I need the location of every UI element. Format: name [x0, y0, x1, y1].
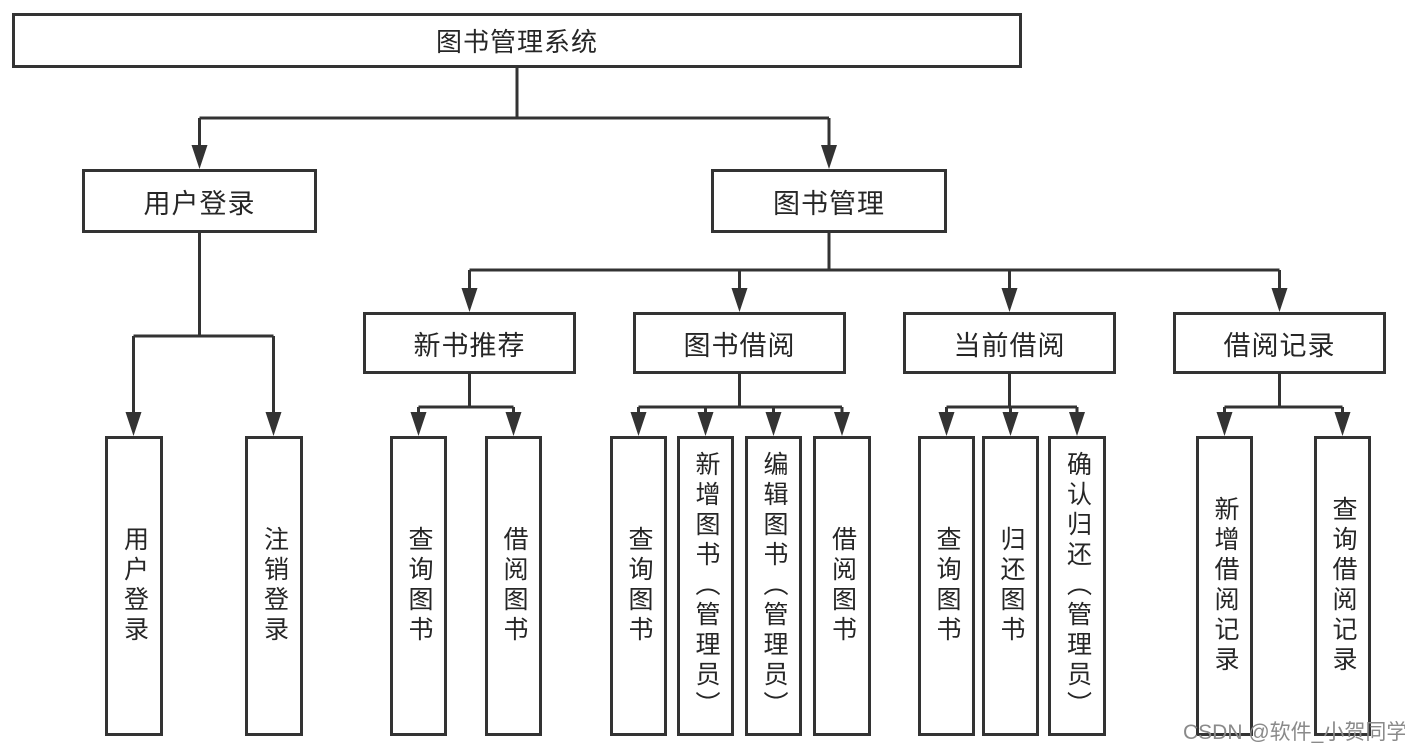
- node-book-management: 图书管理: [711, 169, 947, 233]
- node-current-borrowing: 当前借阅: [903, 312, 1116, 374]
- leaf-query-borrow-record: 查询借阅记录: [1314, 436, 1371, 736]
- node-borrowing-records: 借阅记录: [1173, 312, 1386, 374]
- node-book-borrowing: 图书借阅: [633, 312, 846, 374]
- node-new-book-recommend: 新书推荐: [363, 312, 576, 374]
- leaf-add-borrow-record: 新增借阅记录: [1196, 436, 1253, 736]
- watermark: CSDN @软件_小贺同学: [1183, 721, 1405, 744]
- leaf-return-book: 归还图书: [982, 436, 1039, 736]
- leaf-query-books-borrowing: 查询图书: [610, 436, 667, 736]
- leaf-logout: 注销登录: [245, 436, 303, 736]
- leaf-query-books-recommend: 查询图书: [390, 436, 447, 736]
- leaf-user-login: 用户登录: [105, 436, 163, 736]
- leaf-borrow-books-recommend: 借阅图书: [485, 436, 542, 736]
- leaf-edit-book-admin: 编辑图书（管理员）: [745, 436, 802, 736]
- leaf-query-books-current: 查询图书: [918, 436, 975, 736]
- leaf-confirm-return-admin: 确认归还（管理员）: [1048, 436, 1106, 736]
- leaf-borrow-books: 借阅图书: [813, 436, 871, 736]
- node-root-system: 图书管理系统: [12, 13, 1022, 68]
- node-user-login: 用户登录: [82, 169, 317, 233]
- leaf-add-book-admin: 新增图书（管理员）: [677, 436, 734, 736]
